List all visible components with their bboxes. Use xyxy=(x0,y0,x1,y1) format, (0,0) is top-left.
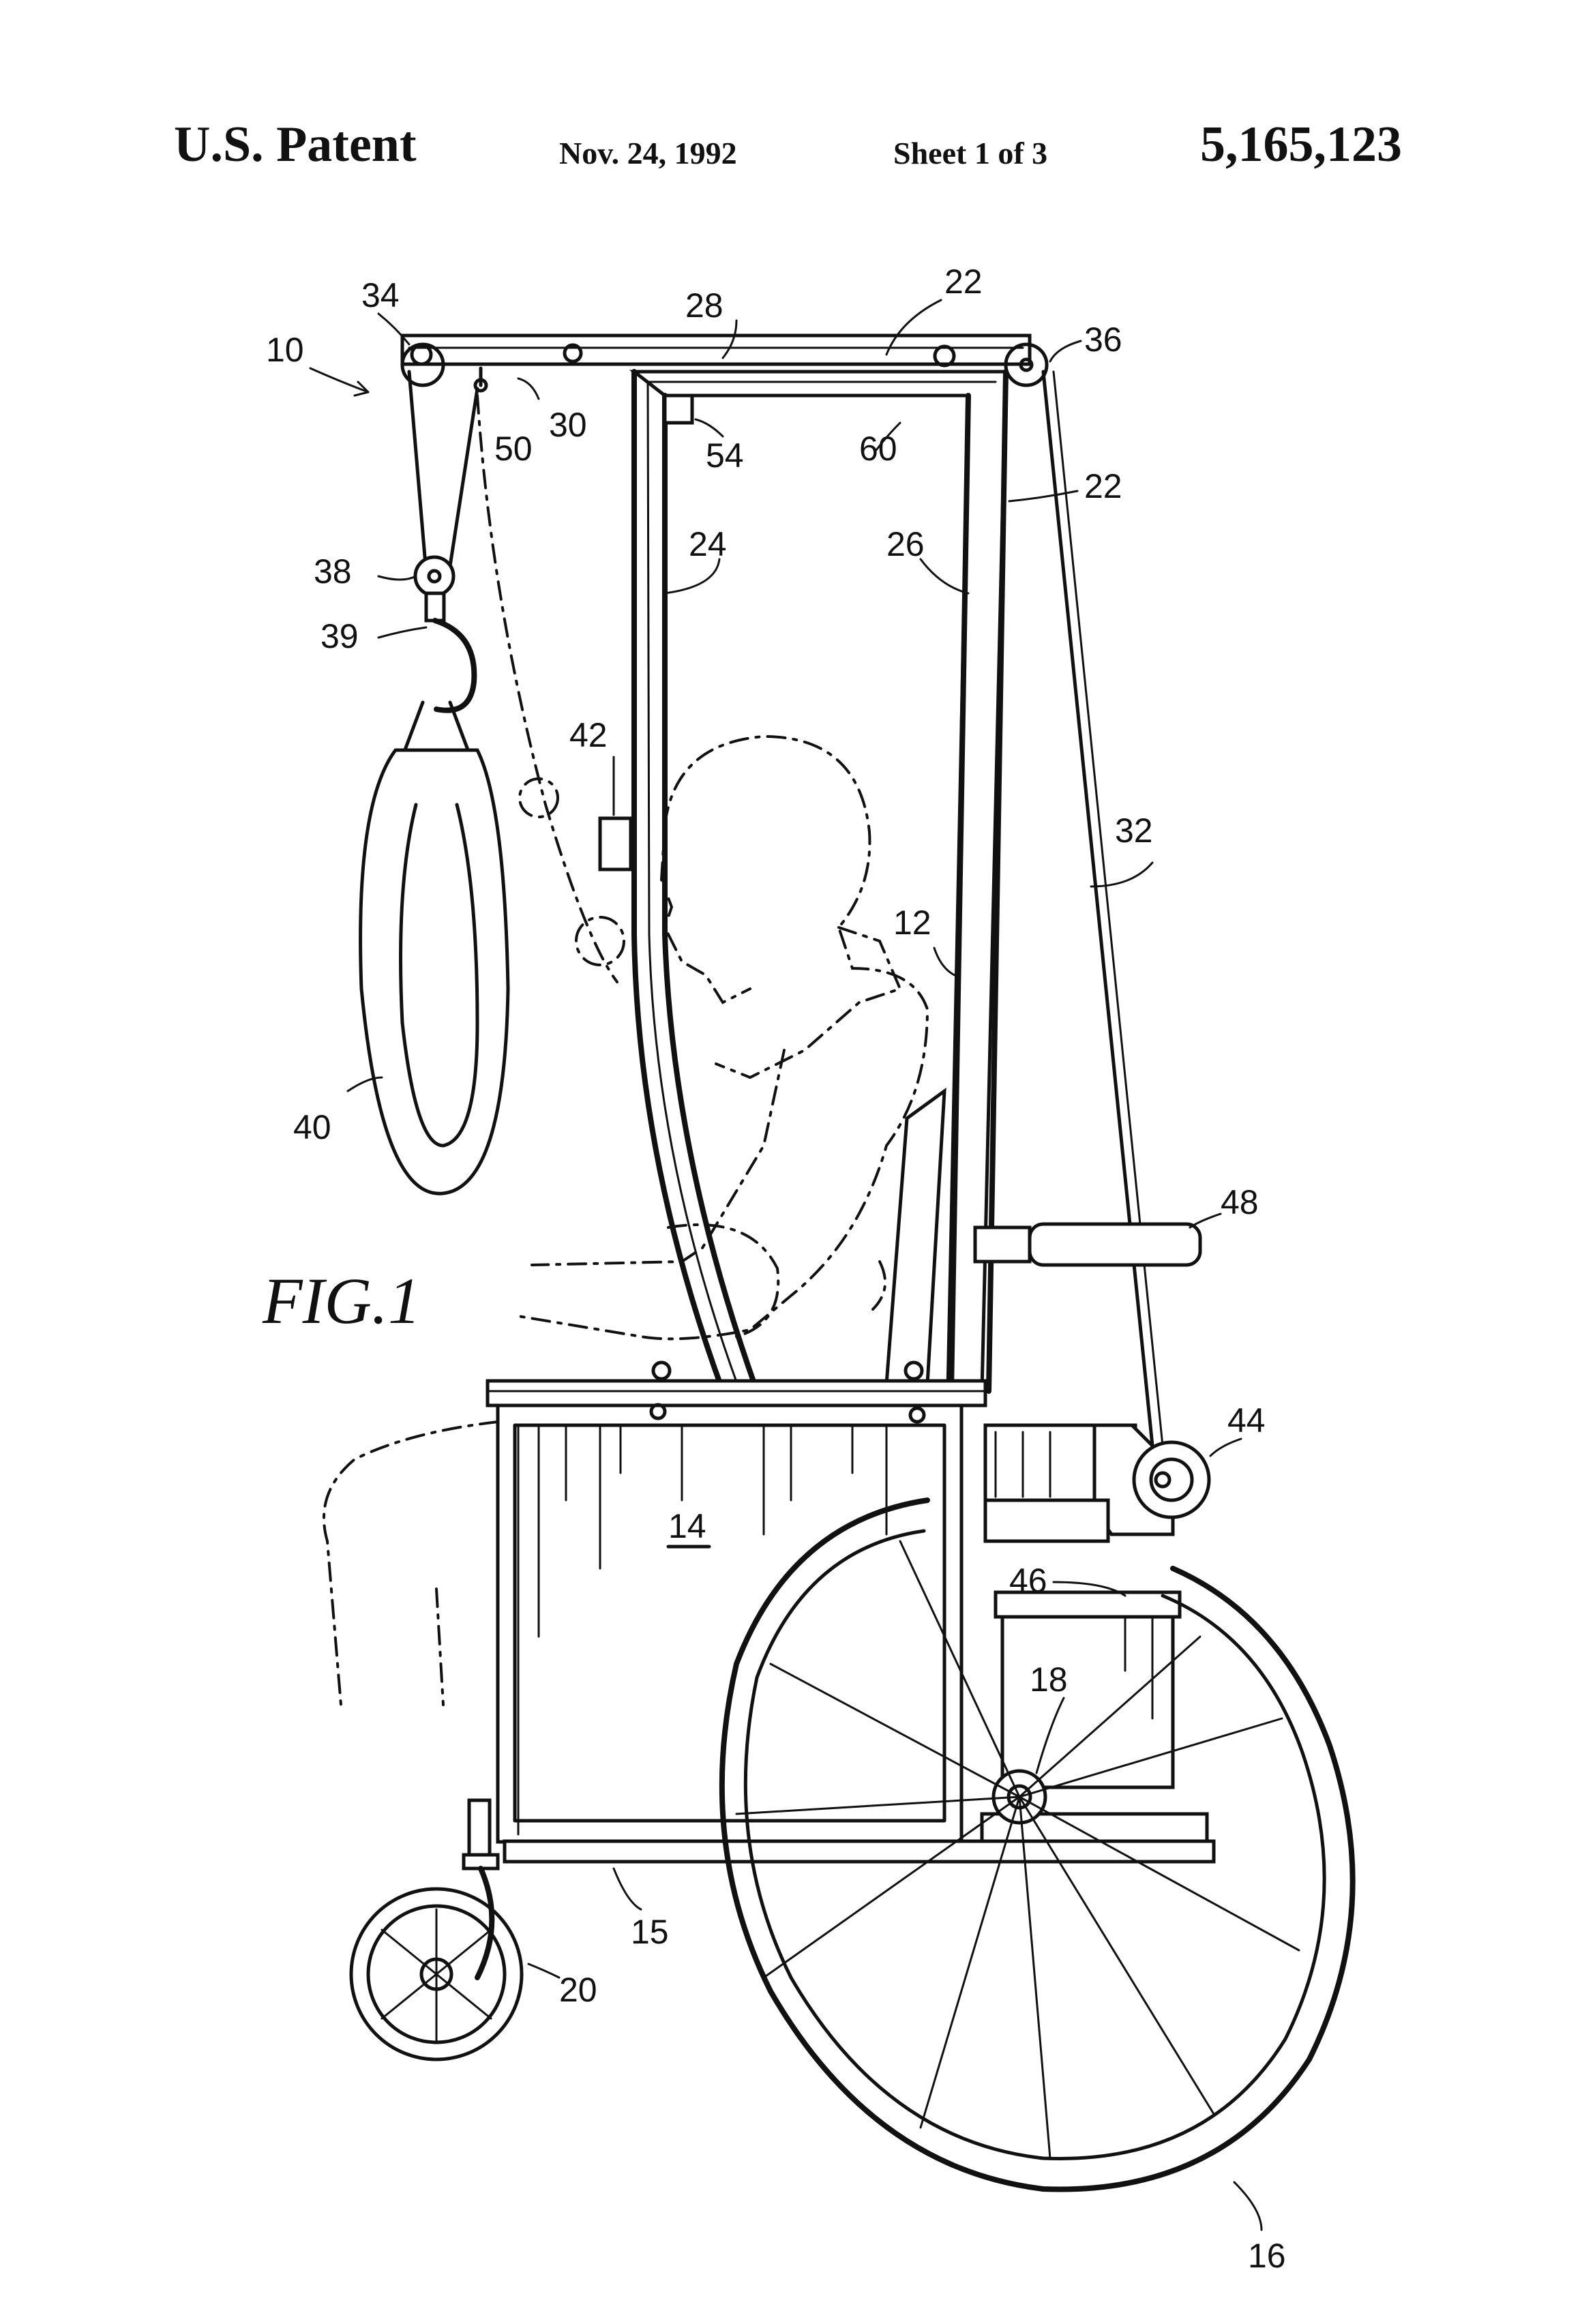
label-22-side: 22 xyxy=(1084,467,1122,505)
patent-title: U.S. Patent xyxy=(174,117,417,173)
label-40: 40 xyxy=(293,1108,331,1146)
front-caster xyxy=(349,1798,524,2061)
label-32: 32 xyxy=(1115,811,1153,850)
sling xyxy=(359,700,510,1195)
label-34: 34 xyxy=(361,276,400,314)
control-handle xyxy=(598,816,633,872)
label-30: 30 xyxy=(549,406,587,444)
label-39: 39 xyxy=(320,617,359,655)
label-50: 50 xyxy=(494,430,533,468)
pulley-hook xyxy=(413,555,477,713)
push-handle xyxy=(973,1222,1202,1267)
label-16: 16 xyxy=(1248,2237,1286,2275)
label-15: 15 xyxy=(631,1913,669,1951)
label-36: 36 xyxy=(1084,321,1122,359)
leader-lines xyxy=(309,299,1263,2231)
label-14: 14 xyxy=(668,1507,706,1545)
patent-date: Nov. 24, 1992 xyxy=(559,136,737,170)
patent-number: 5,165,123 xyxy=(1200,117,1402,173)
label-12: 12 xyxy=(893,904,931,942)
label-46: 46 xyxy=(1009,1562,1047,1600)
label-38: 38 xyxy=(314,552,352,591)
label-18: 18 xyxy=(1030,1660,1068,1699)
phantom-attendant xyxy=(323,1420,499,1706)
label-54: 54 xyxy=(706,436,744,475)
sheet-number: Sheet 1 of 3 xyxy=(893,136,1048,170)
battery-box xyxy=(980,1590,1209,1843)
label-20: 20 xyxy=(559,1971,597,2009)
label-60: 60 xyxy=(859,430,897,468)
label-24: 24 xyxy=(689,525,727,563)
phantom-person xyxy=(517,734,929,1341)
seat-body xyxy=(486,1360,1216,1864)
label-26: 26 xyxy=(886,525,925,563)
label-44: 44 xyxy=(1227,1401,1266,1440)
figure-caption: FIG.1 xyxy=(262,1264,421,1337)
label-22-top: 22 xyxy=(944,263,983,301)
label-48: 48 xyxy=(1221,1183,1259,1221)
mast-frame xyxy=(629,369,1009,1394)
lift-cable xyxy=(407,370,1164,1448)
motor-drive xyxy=(983,1423,1211,1543)
label-42: 42 xyxy=(569,716,608,754)
phantom-lift-path xyxy=(476,394,625,983)
drive-wheel xyxy=(719,1498,1356,2192)
label-28: 28 xyxy=(685,286,723,325)
reference-numerals: 10 34 28 22 36 30 50 54 60 22 24 26 38 3… xyxy=(266,263,1286,2275)
label-10: 10 xyxy=(266,331,304,369)
